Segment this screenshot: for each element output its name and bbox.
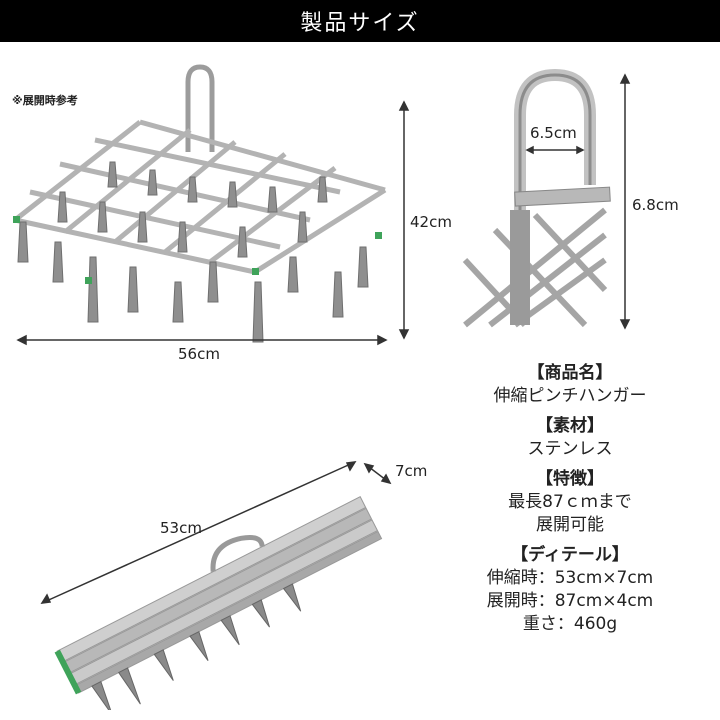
product-name-heading: 【商品名】 <box>527 363 613 383</box>
expanded-depth-label: 42cm <box>410 213 452 231</box>
expanded-width-label: 56cm <box>178 345 220 363</box>
product-name: 伸縮ピンチハンガー <box>493 386 647 406</box>
detail-expanded-size: 展開時：87cm×4cm <box>486 591 654 611</box>
folded-width-label: 7cm <box>395 462 428 480</box>
section-header: 製品サイズ <box>0 0 720 42</box>
material-heading: 【素材】 <box>536 416 604 436</box>
material-value: ステンレス <box>527 439 613 459</box>
folded-hanger-image <box>40 461 392 710</box>
detail-weight: 重さ：460g <box>522 614 618 634</box>
handle-height-label: 6.8cm <box>632 196 679 214</box>
detail-heading: 【ディテール】 <box>511 545 629 565</box>
handle-width-label: 6.5cm <box>530 124 577 142</box>
handle-closeup-image <box>462 68 631 330</box>
product-specs: 【商品名】 伸縮ピンチハンガー 【素材】 ステンレス 【特徴】 最長87ｃｍまで… <box>455 362 685 636</box>
feature-line-2: 展開可能 <box>536 515 604 535</box>
section-title: 製品サイズ <box>300 11 420 36</box>
detail-folded-size: 伸縮時：53cm×7cm <box>486 568 654 588</box>
feature-heading: 【特徴】 <box>536 469 604 489</box>
feature-line-1: 最長87ｃｍまで <box>508 492 632 512</box>
folded-length-label: 53cm <box>160 519 202 537</box>
expanded-hanger-image <box>13 64 410 346</box>
expanded-reference-note: ※展開時参考 <box>12 94 78 107</box>
